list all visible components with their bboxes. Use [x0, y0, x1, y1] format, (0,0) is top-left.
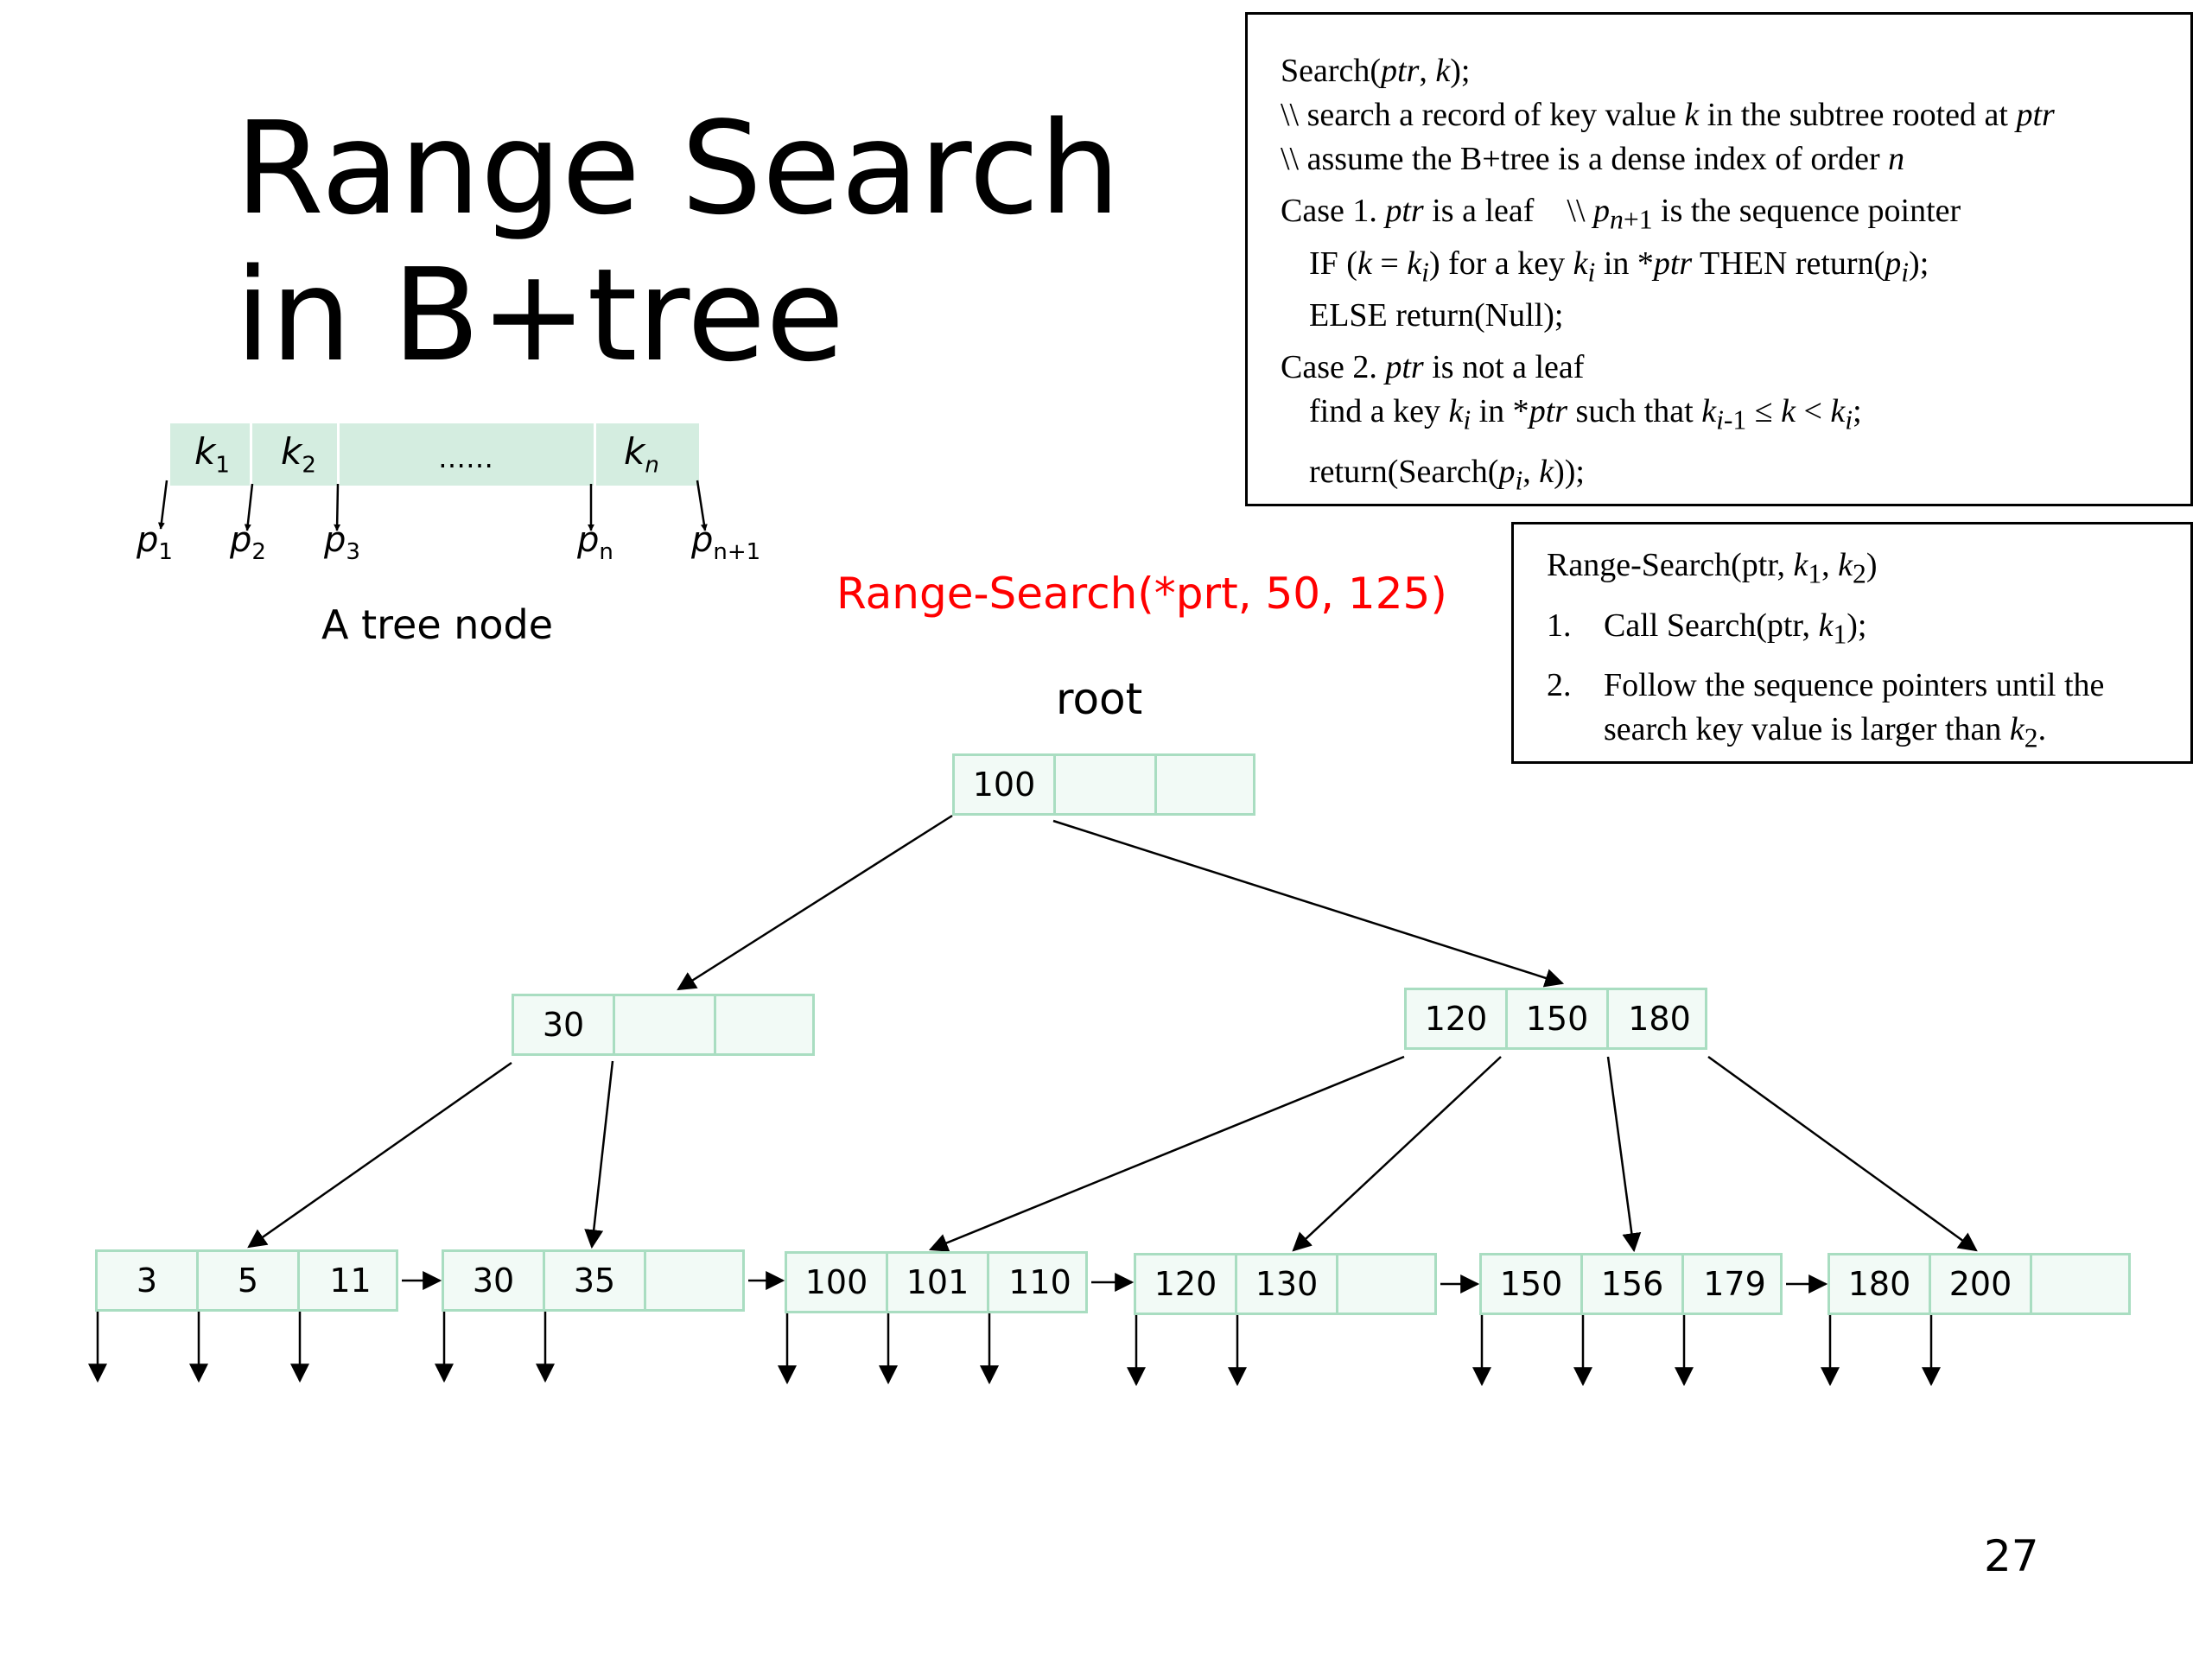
node-key-cell: 200: [1931, 1255, 2032, 1313]
node-key-cell: 35: [545, 1252, 646, 1309]
internal-node: 30: [512, 994, 815, 1056]
legend-separator: [594, 423, 596, 486]
node-key-cell: 150: [1508, 990, 1609, 1047]
node-key-cell: 30: [444, 1252, 545, 1309]
legend-pointer: pn+1: [691, 520, 761, 565]
legend-separator: [250, 423, 252, 486]
node-key-cell: 150: [1482, 1255, 1583, 1313]
legend-pointer: pn: [577, 520, 613, 565]
node-key-cell: 180: [1628, 1000, 1691, 1038]
legend-caption: A tree node: [321, 601, 554, 648]
search-header: Search(ptr, k);: [1281, 53, 1471, 89]
title-line-1: Range Search: [235, 94, 1121, 243]
node-key-cell: [1056, 756, 1157, 813]
node-key-cell: [2032, 1255, 2133, 1313]
range-query-label: Range-Search(*prt, 50, 125): [836, 569, 1447, 619]
legend-tree-node: k1 k2 …… kn: [170, 423, 699, 486]
legend-key: k2: [281, 430, 316, 479]
node-key-cell: 5: [199, 1252, 300, 1309]
legend-pointer-arrow: [334, 483, 341, 531]
search-case-2-return: return(Search(pi, k));: [1309, 453, 1585, 496]
search-code-box: Search(ptr, k); \\ search a record of ke…: [1245, 12, 2193, 506]
child-pointer: [1052, 819, 1565, 988]
node-key-cell: 120: [1136, 1255, 1237, 1313]
child-pointer: [1707, 1055, 1978, 1252]
child-pointer: [584, 1060, 614, 1249]
search-case-2: Case 2. ptr is not a leaf: [1281, 349, 1585, 386]
range-header: Range-Search(ptr, k1, k2): [1547, 547, 1878, 589]
range-step-1: 1.Call Search(ptr, k1);: [1547, 604, 2173, 657]
search-case-2-find: find a key ki in *ptr such that ki-1 ≤ k…: [1309, 393, 1862, 435]
node-key-cell: 130: [1237, 1255, 1338, 1313]
legend-key: k1: [194, 430, 230, 479]
root-label: root: [1056, 674, 1143, 724]
legend-key: ……: [438, 442, 493, 474]
slide-title: Range Search in B+tree: [235, 95, 1121, 389]
legend-separator: [337, 423, 340, 486]
legend-pointer-arrow: [244, 483, 254, 531]
range-step-number: 2.: [1547, 667, 1572, 704]
node-key-cell: 101: [888, 1254, 989, 1311]
legend-pointer-arrow: [696, 480, 708, 531]
node-key-cell: 11: [329, 1262, 372, 1300]
node-key-cell: [1338, 1255, 1440, 1313]
node-key-cell: 120: [1407, 990, 1508, 1047]
page-number: 27: [1984, 1531, 2039, 1581]
child-pointer: [928, 1055, 1405, 1252]
child-pointer: [677, 814, 953, 991]
node-key-cell: [615, 996, 716, 1053]
node-key-cell: [646, 1252, 747, 1309]
search-case-1: Case 1. ptr is a leaf \\ pn+1 is the seq…: [1281, 193, 1961, 235]
child-pointer: [1606, 1056, 1642, 1253]
legend-pointer: p1: [137, 520, 173, 565]
child-pointer: [1292, 1056, 1502, 1252]
node-key-cell: 3: [98, 1252, 199, 1309]
search-case-1-else: ELSE return(Null);: [1309, 297, 1564, 334]
tree-edge-group: [88, 480, 1978, 1387]
legend-key: kn: [624, 430, 659, 479]
node-key-cell: 180: [1830, 1255, 1931, 1313]
node-key-cell: 179: [1703, 1265, 1766, 1303]
search-comment-2: \\ assume the B+tree is a dense index of…: [1281, 141, 1905, 177]
node-key-cell: 30: [514, 996, 615, 1053]
node-key-cell: [716, 996, 817, 1053]
root-node: 100: [952, 753, 1255, 816]
title-line-2: in B+tree: [235, 241, 845, 390]
node-key-cell: 110: [1008, 1263, 1071, 1301]
range-step-2: 2.Follow the sequence pointers until the…: [1547, 664, 2173, 760]
node-key-cell: 100: [787, 1254, 888, 1311]
node-key-cell: 100: [955, 756, 1056, 813]
search-case-1-if: IF (k = ki) for a key ki in *ptr THEN re…: [1309, 245, 1929, 288]
node-key-cell: 156: [1583, 1255, 1684, 1313]
range-step-number: 1.: [1547, 607, 1572, 644]
node-key-cell: [1157, 756, 1258, 813]
range-search-code-box: Range-Search(ptr, k1, k2) 1.Call Search(…: [1511, 522, 2193, 764]
search-comment-1: \\ search a record of key value k in the…: [1281, 97, 2055, 133]
child-pointer: [247, 1061, 512, 1249]
legend-pointer-arrow: [157, 480, 168, 530]
